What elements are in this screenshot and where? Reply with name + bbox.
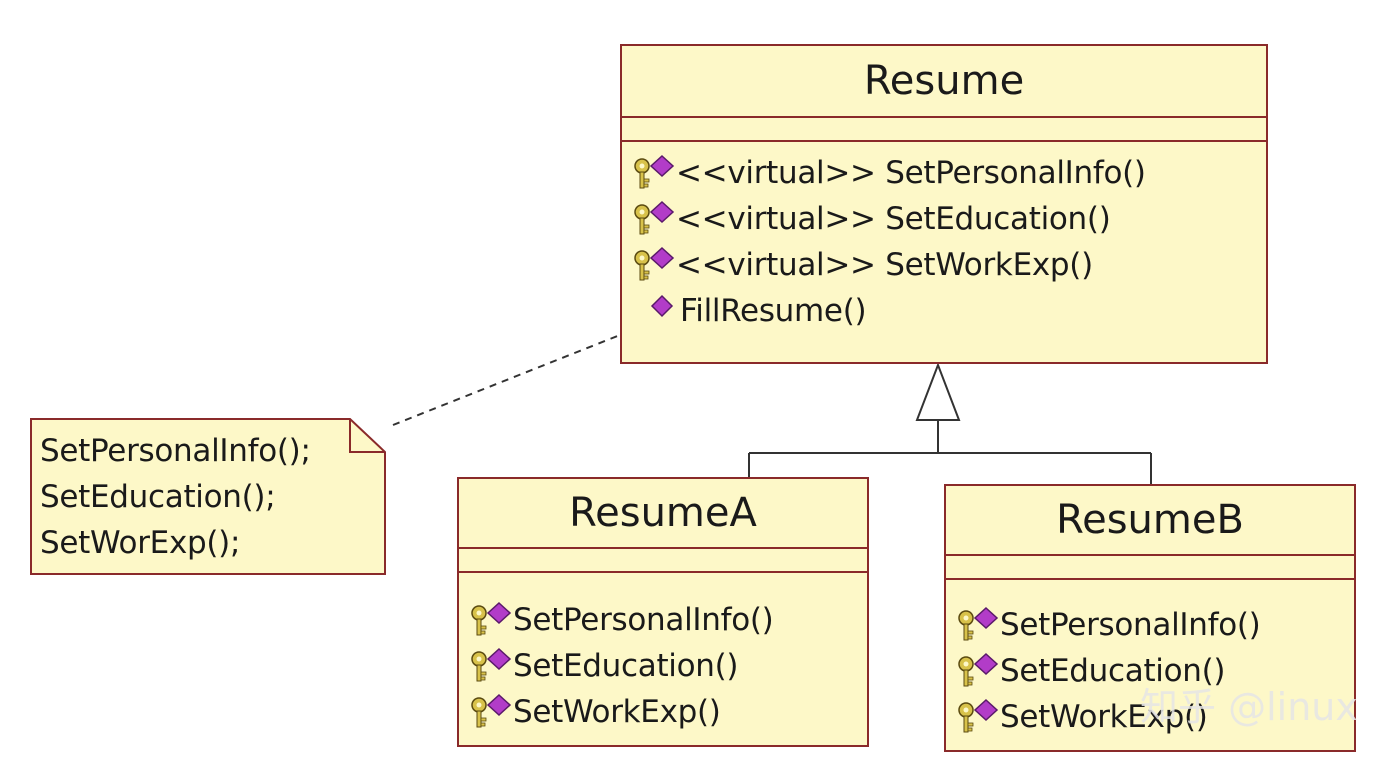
class-resume-operations: <<virtual>> SetPersonalInfo() <<virtual>… <box>622 142 1266 334</box>
operation-label: SetWorkExp() <box>1000 699 1208 735</box>
class-resumeB-attributes <box>946 556 1354 580</box>
operation-row[interactable]: SetWorkExp() <box>956 694 1354 740</box>
key-diamond-icon <box>632 200 676 238</box>
key-diamond-icon <box>632 246 676 284</box>
class-resumeA-attributes <box>459 549 867 573</box>
operation-label: SetWorkExp() <box>513 694 721 730</box>
generalization-arrow <box>915 362 961 421</box>
class-resume-attributes <box>622 118 1266 142</box>
operation-row[interactable]: <<virtual>> SetPersonalInfo() <box>632 150 1266 196</box>
operation-label: SetPersonalInfo() <box>1000 607 1261 643</box>
operation-row[interactable]: SetPersonalInfo() <box>469 597 867 643</box>
class-resume[interactable]: Resume <<virtual>> SetPersonalInfo() <<v… <box>620 44 1268 364</box>
operation-label: <<virtual>> SetPersonalInfo() <box>676 155 1146 191</box>
operation-row[interactable]: <<virtual>> SetEducation() <box>632 196 1266 242</box>
key-diamond-icon <box>632 154 676 192</box>
class-resumeA-operations: SetPersonalInfo() SetEducation() SetWork… <box>459 573 867 735</box>
note-text: SetPersonalInfo(); SetEducation(); SetWo… <box>40 428 311 566</box>
operation-row[interactable]: FillResume() <box>632 288 1266 334</box>
operation-row[interactable]: SetEducation() <box>956 648 1354 694</box>
operation-row[interactable]: <<virtual>> SetWorkExp() <box>632 242 1266 288</box>
note-link <box>392 334 621 426</box>
key-diamond-icon <box>956 652 1000 690</box>
key-diamond-icon <box>469 693 513 731</box>
operation-row[interactable]: SetPersonalInfo() <box>956 602 1354 648</box>
note-line: SetEducation(); <box>40 479 276 515</box>
note[interactable]: SetPersonalInfo(); SetEducation(); SetWo… <box>30 418 386 575</box>
operation-label: FillResume() <box>680 293 867 329</box>
operation-label: SetEducation() <box>513 648 739 684</box>
watermark: 知乎 @linux <box>1140 685 1358 729</box>
note-shape <box>30 418 386 575</box>
note-line: SetPersonalInfo(); <box>40 433 311 469</box>
key-diamond-icon <box>956 698 1000 736</box>
class-resumeB[interactable]: ResumeB SetPersonalInfo() SetEducation()… <box>944 484 1356 752</box>
diamond-icon <box>632 292 680 330</box>
operation-label: <<virtual>> SetWorkExp() <box>676 247 1093 283</box>
key-diamond-icon <box>469 647 513 685</box>
class-resumeA-name: ResumeA <box>459 479 867 549</box>
operation-label: <<virtual>> SetEducation() <box>676 201 1111 237</box>
class-resumeB-name: ResumeB <box>946 486 1354 556</box>
operation-label: SetEducation() <box>1000 653 1226 689</box>
key-diamond-icon <box>956 606 1000 644</box>
operation-row[interactable]: SetWorkExp() <box>469 689 867 735</box>
note-line: SetWorExp(); <box>40 525 241 561</box>
operation-row[interactable]: SetEducation() <box>469 643 867 689</box>
operation-label: SetPersonalInfo() <box>513 602 774 638</box>
class-resumeA[interactable]: ResumeA SetPersonalInfo() SetEducation()… <box>457 477 869 747</box>
class-resume-name: Resume <box>622 46 1266 118</box>
key-diamond-icon <box>469 601 513 639</box>
class-resumeB-operations: SetPersonalInfo() SetEducation() SetWork… <box>946 580 1354 740</box>
